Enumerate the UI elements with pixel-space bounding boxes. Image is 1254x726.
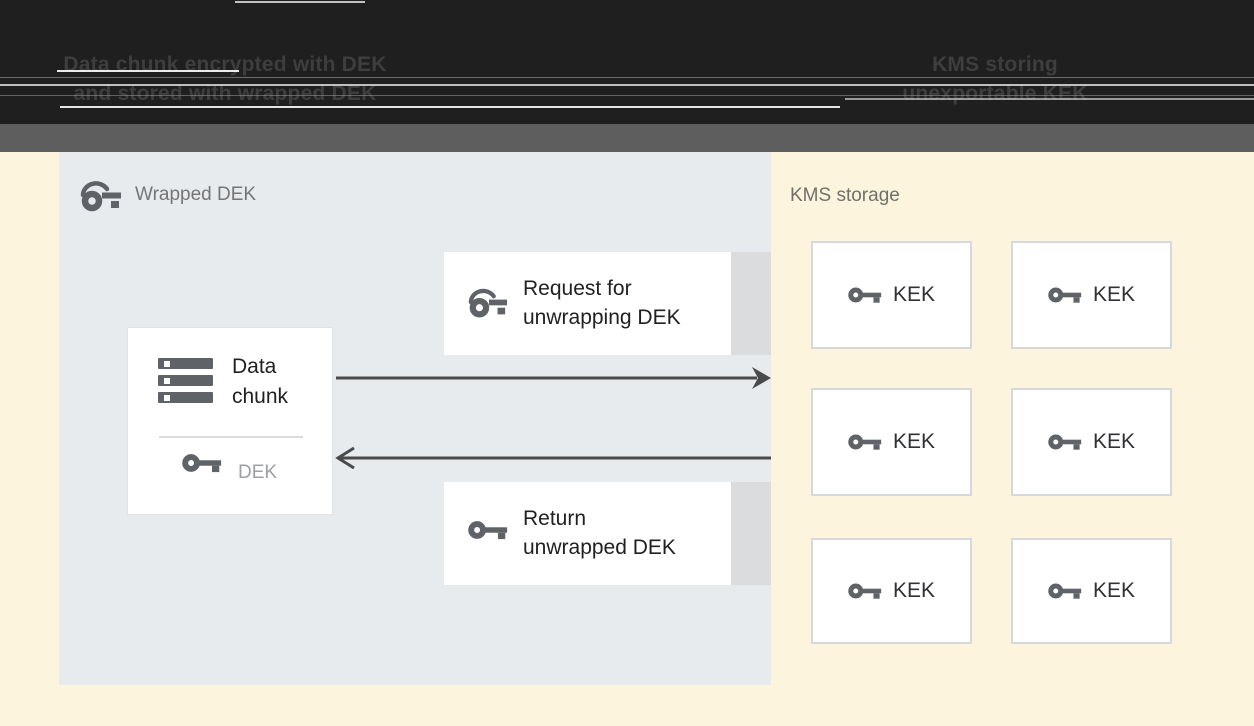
divider [159,436,303,438]
request-box-line2: unwrapping DEK [523,306,681,329]
kek-box: KEK [1011,388,1172,496]
key-icon [1048,581,1082,601]
key-icon [468,518,508,542]
request-box-text: Request for unwrapping DEK [523,274,681,332]
kek-box: KEK [1011,538,1172,644]
data-chunk-line1: Data [232,355,277,378]
arrow-right-request [336,367,771,389]
kek-label: KEK [892,283,936,306]
request-box-line1: Request for [523,277,632,300]
return-box-tail [731,482,771,585]
wrapped-dek-label: Wrapped DEK [80,176,256,214]
return-box-line2: unwrapped DEK [523,536,676,559]
wrapped-key-icon [80,176,122,214]
return-box-line1: Return [523,507,587,530]
storage-icon [158,358,215,403]
key-icon [848,285,882,305]
key-icon [848,581,882,601]
kek-box: KEK [1011,241,1172,349]
data-chunk-line2: chunk [232,385,289,408]
kek-label: KEK [1092,283,1136,306]
kms-storage-label: KMS storage [790,185,900,206]
header-left-title: Data chunk encrypted with DEK and stored… [57,50,393,108]
data-chunk-box: Data chunk DEK [127,327,333,515]
arrow-left-return [335,446,771,470]
header-left-line2: and stored with wrapped DEK [73,82,377,105]
kek-label: KEK [1092,430,1136,453]
kek-box: KEK [811,388,972,496]
kek-label: KEK [892,430,936,453]
key-icon [182,451,222,475]
key-icon [848,432,882,452]
header-artifact-line [235,1,365,3]
dek-label: DEK [238,462,278,483]
data-chunk-title: Data chunk [232,352,288,412]
return-unwrapped-dek-box: Return unwrapped DEK [444,482,731,585]
header-band: Data chunk encrypted with DEK and stored… [0,0,1254,124]
request-unwrap-dek-box: Request for unwrapping DEK [444,252,731,355]
header-right-title: KMS storing unexportable KEK [845,50,1145,108]
header-left-line1: Data chunk encrypted with DEK [63,53,387,76]
key-icon [1048,285,1082,305]
header-right-line2: unexportable KEK [902,82,1088,105]
key-icon [1048,432,1082,452]
kek-label: KEK [1092,579,1136,602]
return-box-text: Return unwrapped DEK [523,504,676,562]
wrapped-dek-label-text: Wrapped DEK [135,184,257,205]
subheader-bar [0,124,1254,152]
kek-box: KEK [811,538,972,644]
kek-box: KEK [811,241,972,349]
request-box-tail [731,252,771,355]
wrapped-key-icon [468,282,508,322]
kek-label: KEK [892,579,936,602]
header-right-line1: KMS storing [932,53,1058,76]
